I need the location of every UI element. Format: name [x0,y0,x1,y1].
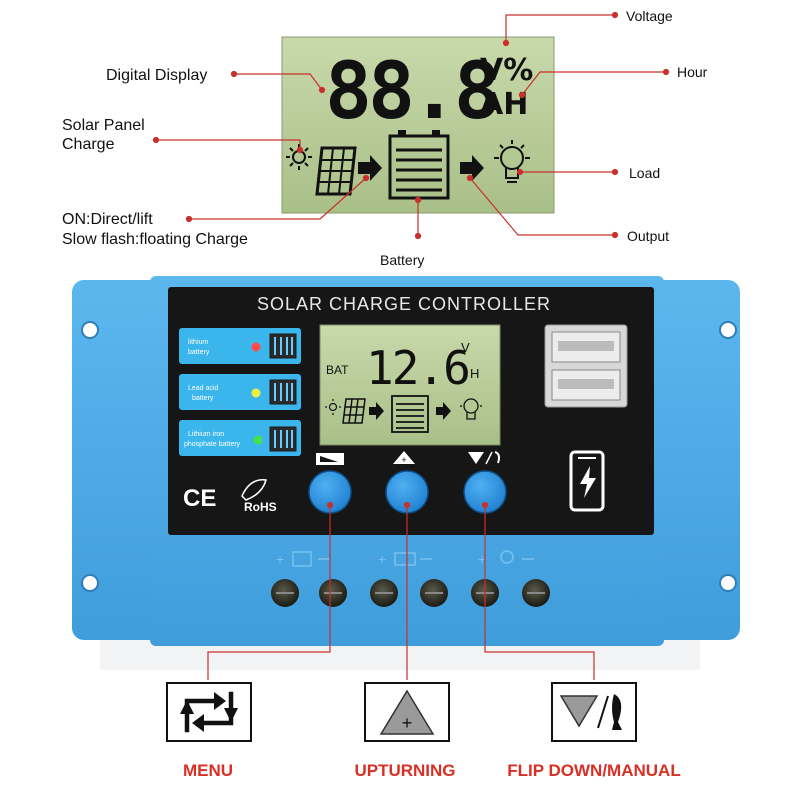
down-manual-icon [559,695,599,728]
screw-terminal[interactable] [271,579,299,607]
label-solar-panel-line2: Charge [62,136,115,153]
label-voltage: Voltage [626,8,673,24]
battery-type-item: Lead acid battery [179,374,301,410]
right-mount-ear [650,280,740,640]
mount-hole [81,321,99,339]
lcd-digits: 88.8 [325,47,497,137]
svg-text:+: + [276,551,284,567]
battery-icon [388,130,450,200]
label-on-direct-line2: Slow flash:floating Charge [62,231,248,248]
ce-mark: CE [183,485,216,512]
lcd-enlarged-screen [281,36,555,214]
battery-type-line1: lithium [188,339,208,346]
battery-type-line2: battery [192,395,214,402]
left-mount-ear [72,280,162,640]
upturning-label: UPTURNING [354,761,455,780]
button-legend: + MENU UPTURNING FLIP DOWN/MANUAL [166,682,681,780]
label-on-direct-line1: ON:Direct/lift [62,211,153,228]
lcd-unit-top: V% [480,53,533,88]
top-lcd-diagram: 88.8 V% AH [281,36,555,214]
controller-title: SOLAR CHARGE CONTROLLER [257,294,551,314]
screw-terminal[interactable] [420,579,448,607]
label-solar-panel-line1: Solar Panel [62,117,145,134]
led-indicator [253,435,263,445]
mount-hole [719,574,737,592]
label-digital-display: Digital Display [106,67,207,84]
rohs-leaf-icon [241,479,267,501]
bulb-icon [460,398,482,420]
down-legend-box [551,682,637,742]
controller-device: SOLAR CHARGE CONTROLLER lithium battery … [72,276,740,670]
solar-panel-icon [342,398,366,424]
screw-terminal[interactable] [370,579,398,607]
up-plus-icon [379,689,435,735]
device-lcd: BAT 12.6 V H [319,324,501,446]
menu-label: MENU [183,761,233,780]
lcd-h-label: H [470,366,479,381]
label-output: Output [627,228,669,244]
battery-type-line2: battery [188,349,210,356]
lcd-v-label: V [461,340,470,355]
down-manual-symbol-icon [468,451,500,465]
battery-type-item: lithium battery [179,328,301,364]
bulb-icon [494,140,530,183]
battery-type-line1: Lithium iron [188,431,224,438]
battery-icon [391,395,429,433]
battery-type-line2: phosphate battery [184,441,241,448]
arrow-right-icon [436,402,451,420]
svg-text:+: + [478,551,486,567]
callout-lines [152,11,670,240]
flip-down-manual-label: FLIP DOWN/MANUAL [507,761,680,780]
battery-type-line1: Lead acid [188,385,218,392]
arrow-right-icon [460,155,484,181]
lcd-value: 12.6 [366,341,469,395]
led-indicator [251,342,261,352]
sun-icon [286,144,312,170]
sun-icon [325,399,341,415]
svg-text:+: + [378,551,386,567]
button-callout-lines [207,501,595,680]
plus-glyph: + [402,713,413,733]
battery-type-item: Lithium iron phosphate battery [179,420,301,456]
label-hour: Hour [677,64,708,80]
menu-symbol-icon [316,453,344,465]
svg-text:+: + [401,455,406,465]
label-battery: Battery [380,252,424,268]
usb-ports [544,324,628,408]
label-load: Load [629,165,660,181]
mount-hole [81,574,99,592]
battery-type-panel: lithium battery Lead acid battery Lithiu… [179,328,301,456]
terminal-symbols: + + + [276,550,534,567]
phone-charging-icon [569,450,605,512]
arrow-right-icon [358,155,382,181]
rohs-mark: RoHS [244,500,277,514]
arrow-right-icon [369,402,384,420]
screw-terminals [271,579,550,607]
mount-hole [719,321,737,339]
led-indicator [251,388,261,398]
screw-terminal[interactable] [319,579,347,607]
solar-panel-icon [315,146,357,196]
menu-legend-box [166,682,252,742]
screw-terminal[interactable] [522,579,550,607]
lcd-bat-label: BAT [326,363,349,377]
callout-labels: Voltage Hour Digital Display Solar Panel… [62,8,708,268]
up-symbol-icon: + [393,451,415,465]
